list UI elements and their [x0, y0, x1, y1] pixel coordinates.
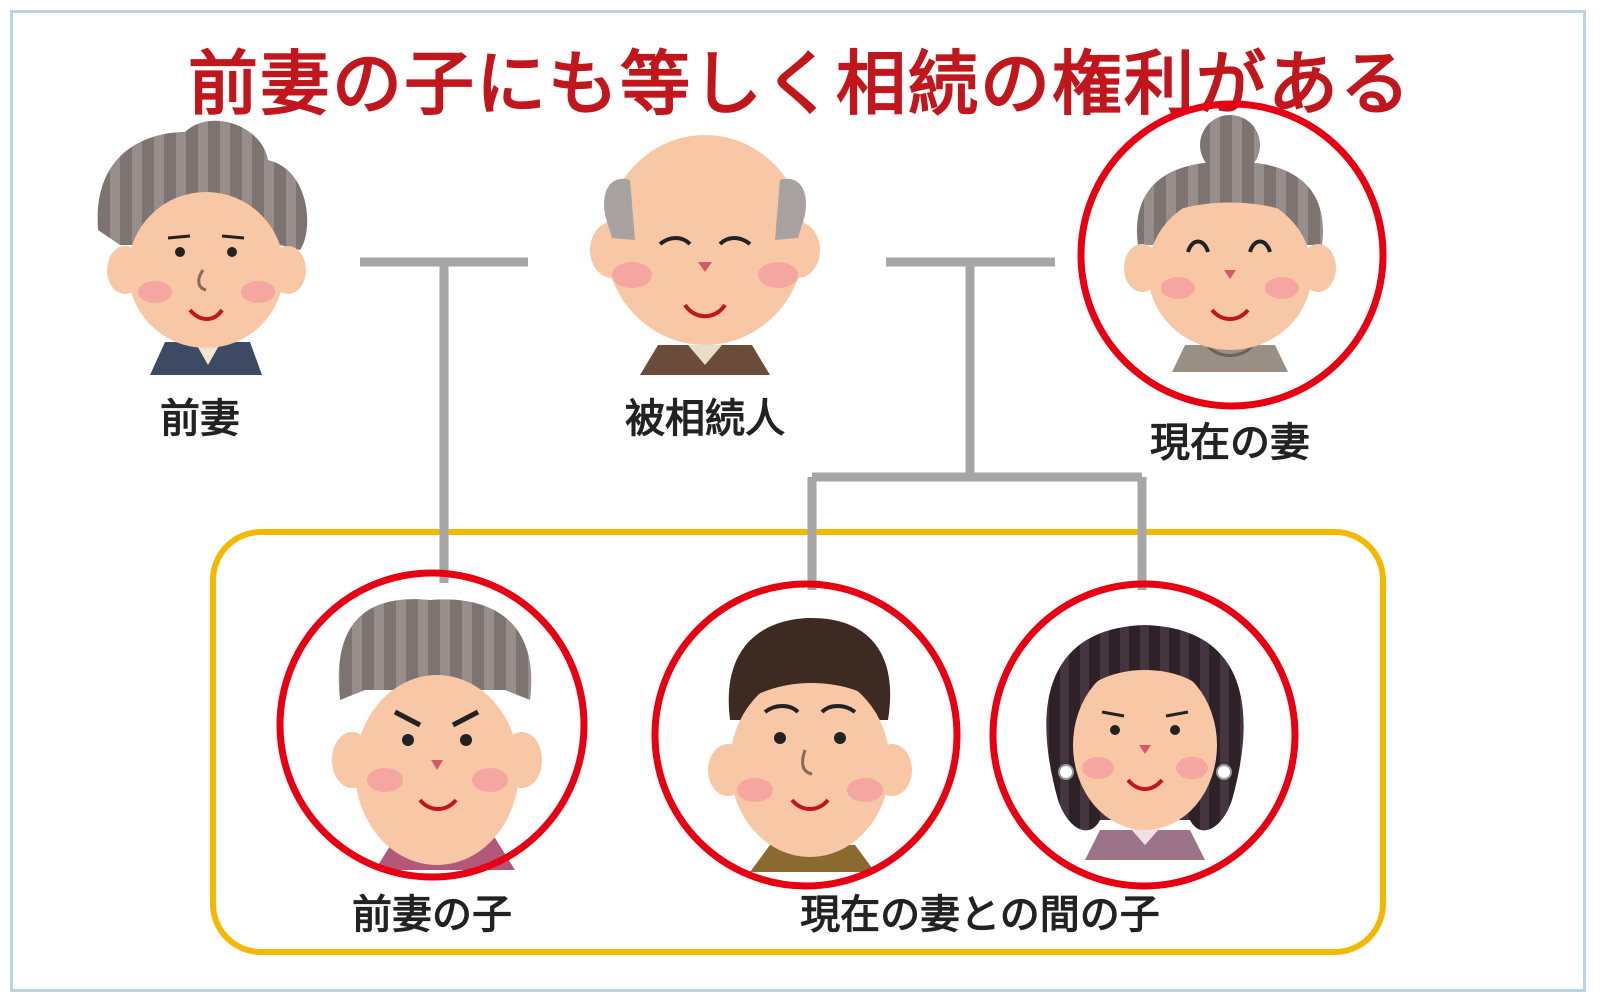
- ex-wife-child-heir-circle: [276, 569, 588, 881]
- deceased-avatar: [590, 135, 820, 375]
- current-child-daughter-avatar: [1046, 625, 1244, 860]
- current-wife-heir-circle: [1077, 100, 1387, 410]
- ex-wife-avatar: [97, 120, 308, 375]
- diagram-frame: [10, 10, 1586, 992]
- current-wife-avatar: [1124, 115, 1336, 372]
- current-child-daughter-heir-circle: [989, 580, 1299, 890]
- ex-wife-child-label: 前妻の子: [352, 892, 512, 938]
- deceased-label: 被相続人: [625, 396, 785, 442]
- ex-wife-label: 前妻: [160, 396, 240, 442]
- diagram-title: 前妻の子にも等しく相続の権利がある: [188, 43, 1412, 125]
- current-child-son-heir-circle: [651, 580, 961, 890]
- current-children-label: 現在の妻との間の子: [800, 892, 1160, 938]
- connector-lines: [360, 257, 1147, 590]
- current-wife-label: 現在の妻: [1150, 420, 1310, 466]
- children-group-box: [210, 529, 1386, 955]
- current-child-son-avatar: [708, 618, 912, 872]
- ex-wife-child-avatar: [332, 599, 542, 870]
